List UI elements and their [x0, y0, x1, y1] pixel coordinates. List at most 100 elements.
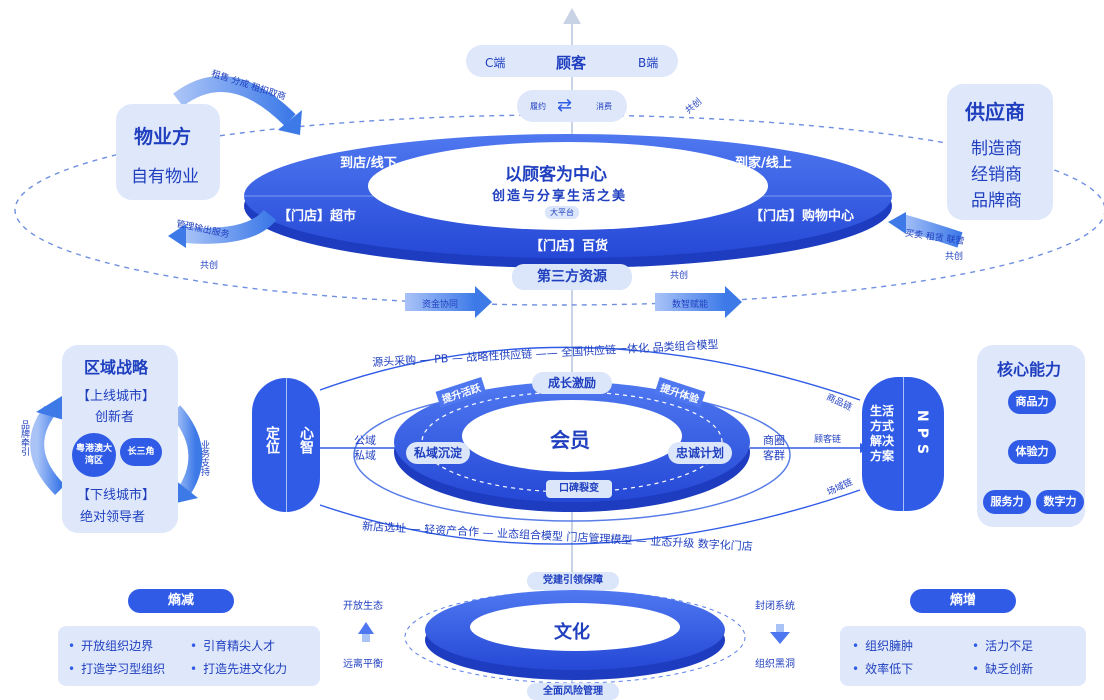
- digital-power: 数字力: [1036, 490, 1084, 514]
- referral-pill: 口碑裂变: [546, 480, 612, 498]
- entropy-dec-item: 打造学习型组织: [68, 660, 165, 677]
- supplier-arrow-head: [888, 212, 906, 234]
- store-model-arc: [319, 489, 861, 545]
- entropy-inc-item: 效率低下: [852, 660, 913, 677]
- party-lead-pill: 党建引领保障: [527, 572, 619, 590]
- consume-label: 消费: [596, 102, 612, 111]
- supermarket-label: 【门店】超市: [278, 209, 357, 224]
- entropy-dec-item: 打造先进文化力: [190, 660, 287, 677]
- entropy-dec-item: 引育精尖人才: [190, 637, 275, 654]
- brand-lead-label: 品牌牵引: [19, 420, 29, 456]
- entropy-dec-item: 开放组织边界: [68, 637, 153, 654]
- entropy-dec-panel: [58, 626, 320, 686]
- capital-label: 资金协同: [422, 300, 459, 310]
- entropy-inc-item: 活力不足: [972, 637, 1033, 654]
- culture-ring-hole: [470, 603, 680, 651]
- supply-chain-arc: [319, 346, 861, 401]
- digital-label: 数智赋能: [672, 300, 709, 310]
- service-power: 服务力: [983, 490, 1031, 514]
- positioning-divider: [286, 378, 287, 512]
- third-party-co-create: 共创: [670, 271, 689, 281]
- customer-panel: [466, 45, 678, 77]
- product-power: 商品力: [1008, 390, 1056, 414]
- region-right-arrow-head: [172, 480, 198, 504]
- lower-city: 【下线城市】: [77, 488, 156, 503]
- org-blackhole: 组织黑洞: [755, 659, 795, 670]
- positioning-right: 心智: [298, 426, 314, 454]
- loyalty-pill: 忠诚计划: [668, 442, 732, 464]
- c-end-label: C端: [485, 56, 506, 70]
- business-support-label: 业务支持: [199, 440, 209, 476]
- open-ecology-arrow-shaft: [362, 634, 370, 642]
- entropy-inc-item: 缺乏创新: [972, 660, 1033, 677]
- positioning-left: 定位: [264, 426, 280, 454]
- property-title: 物业方: [134, 126, 192, 148]
- property-bottom-arrow-head: [168, 224, 186, 248]
- center-sub: 创造与分享生活之美: [492, 189, 628, 204]
- region-left-arrow-head: [36, 396, 64, 420]
- nps-left: 生活方式解决方案: [869, 404, 894, 463]
- culture-label: 文化: [554, 622, 590, 643]
- member-ring-hole: [462, 400, 682, 472]
- entropy-inc-item: 组织臃肿: [852, 637, 913, 654]
- private-pill: 私域沉淀: [406, 442, 470, 464]
- entropy-dec-title: 熵减: [128, 589, 234, 613]
- closed-system: 封闭系统: [755, 601, 795, 612]
- leader: 绝对领导者: [80, 510, 146, 525]
- supplier-panel: [947, 84, 1053, 220]
- upper-city: 【上线城市】: [77, 389, 156, 404]
- property-top-arrow: [173, 76, 296, 126]
- digital-arrow: [655, 293, 725, 311]
- supplier-co-create: 共创: [945, 252, 964, 262]
- group-label: 客群: [763, 449, 785, 462]
- region-right-arrow: [169, 405, 203, 494]
- public-label: 公域: [354, 434, 376, 447]
- center-title: 以顾客为中心: [505, 165, 607, 185]
- supplier-item-manufacturer: 制造商: [971, 139, 1022, 159]
- department-label: 【门店】百货: [530, 239, 609, 254]
- property-sub: 自有物业: [131, 167, 199, 187]
- digital-arrow-head: [725, 286, 742, 318]
- fulfil-label: 履约: [530, 102, 546, 111]
- property-panel: [116, 104, 220, 200]
- experience-power: 体验力: [1008, 440, 1056, 464]
- offline-label: 到店/线下: [340, 156, 397, 171]
- top-ring-hole: [368, 142, 768, 230]
- member-center: 会员: [550, 428, 590, 452]
- platform-badge: 大平台: [545, 206, 579, 219]
- property-top-arrow-head: [278, 110, 302, 135]
- mall-label: 【门店】购物中心: [750, 209, 855, 224]
- cycle-icon: ⇄: [557, 95, 573, 116]
- yrd-badge: 长三角: [120, 438, 162, 466]
- property-co-create: 共创: [200, 261, 219, 271]
- closed-system-arrow-shaft: [776, 624, 784, 632]
- open-ecology: 开放生态: [343, 601, 383, 612]
- supplier-title: 供应商: [965, 100, 1025, 124]
- risk-pill: 全面风险管理: [527, 683, 619, 700]
- supplier-item-distributor: 经销商: [971, 165, 1022, 185]
- supplier-item-brand: 品牌商: [971, 191, 1022, 211]
- region-left-arrow: [30, 405, 66, 495]
- axis-arrow-head: [563, 8, 581, 24]
- open-ecology-arrow: [358, 622, 374, 634]
- capital-arrow-head: [475, 286, 492, 318]
- region-title: 区域战略: [84, 358, 149, 377]
- chain-customer: 顾客链: [814, 435, 842, 445]
- third-party-pill: 第三方资源: [512, 264, 632, 290]
- innovator: 创新者: [95, 410, 135, 425]
- nps-right: NPS: [914, 410, 930, 461]
- capital-arrow: [405, 293, 475, 311]
- gba-badge: 粤港澳大湾区: [72, 433, 116, 477]
- supplier-arrow: [899, 214, 963, 248]
- online-label: 到家/线上: [735, 156, 792, 171]
- culture-orbit: [404, 590, 746, 684]
- customer-title: 顾客: [556, 54, 587, 72]
- entropy-inc-title: 熵增: [910, 589, 1016, 613]
- core-title: 核心能力: [997, 360, 1062, 379]
- fulfil-consume-panel: [517, 90, 627, 122]
- private-domain-label: 私域: [354, 449, 376, 462]
- entropy-inc-panel: [840, 626, 1086, 686]
- property-bottom-arrow: [184, 209, 277, 244]
- growth-pill: 成长激励: [532, 372, 612, 394]
